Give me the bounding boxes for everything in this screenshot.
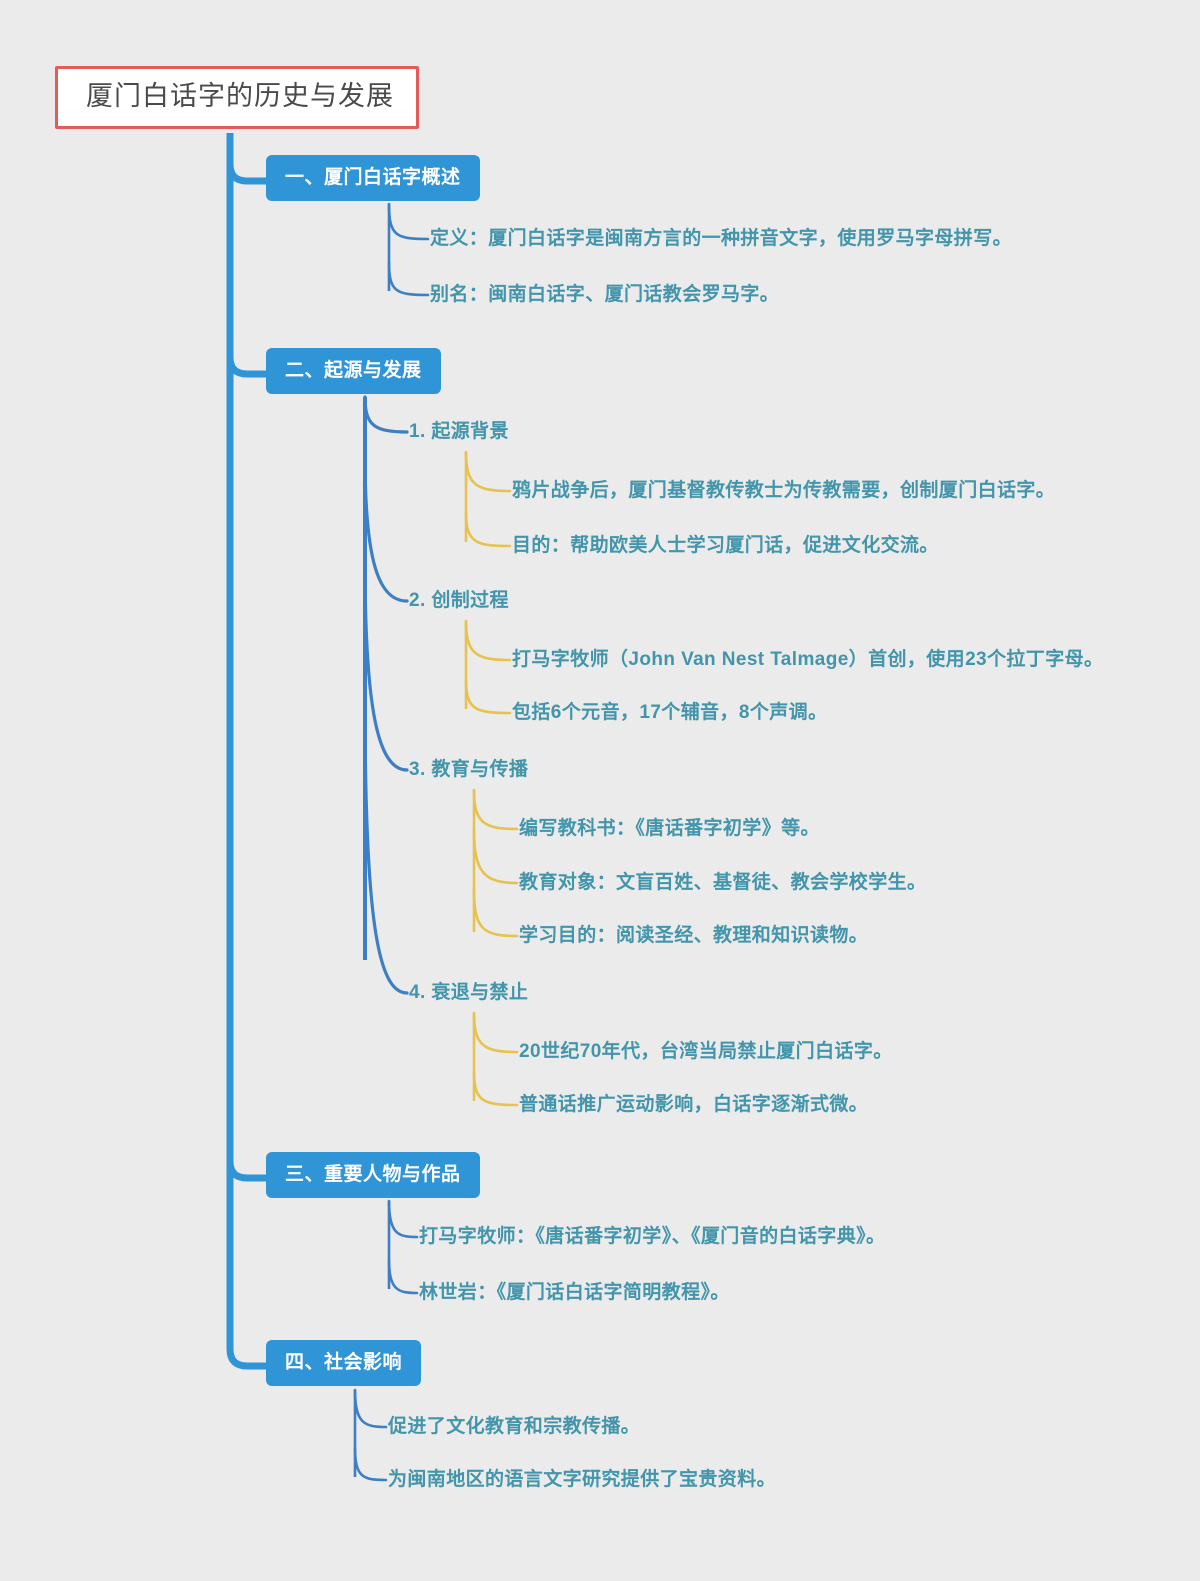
branch-2-sub-1-curve (363, 395, 409, 434)
leaf-node-2-2-2[interactable]: 包括6个元音，17个辅音，8个声调。 (512, 702, 828, 723)
sub-node-2-4[interactable]: 4. 衰退与禁止 (409, 982, 529, 1003)
leaf-node-4-2[interactable]: 为闽南地区的语言文字研究提供了宝贵资料。 (388, 1469, 777, 1490)
sub-2-leaf-connectors (464, 619, 512, 715)
leaf-node-2-3-3[interactable]: 学习目的：阅读圣经、教理和知识读物。 (519, 925, 869, 946)
leaf-node-2-2-1[interactable]: 打马字牧师（John Van Nest Talmage）首创，使用23个拉丁字母… (512, 649, 1104, 670)
branch-2-sub-2-curve (363, 453, 409, 603)
sub-node-2-2[interactable]: 2. 创制过程 (409, 590, 509, 611)
leaf-node-2-4-1[interactable]: 20世纪70年代，台湾当局禁止厦门白话字。 (519, 1041, 893, 1062)
root-trunk-group (226, 133, 272, 1370)
root-to-branch-1 (226, 146, 272, 185)
sub-4-leaf-2-curve (472, 1070, 519, 1107)
leaf-node-2-1-1[interactable]: 鸦片战争后，厦门基督教传教士为传教需要，创制厦门白话字。 (512, 480, 1056, 501)
root-node[interactable]: 厦门白话字的历史与发展 (55, 66, 419, 129)
branch-1-connectors (387, 202, 430, 297)
leaf-node-2-4-2[interactable]: 普通话推广运动影响，白话字逐渐式微。 (519, 1094, 869, 1115)
leaf-node-3-1[interactable]: 打马字牧师：《唐话番字初学》、《厦门音的白话字典》。 (419, 1226, 886, 1247)
sub-2-leaf-2-curve (464, 678, 512, 715)
branch-4-connectors (353, 1388, 388, 1482)
branch-node-3[interactable]: 三、重要人物与作品 (266, 1152, 480, 1198)
sub-4-leaf-connectors (472, 1011, 519, 1107)
sub-3-leaf-2-curve (472, 828, 519, 885)
branch-2-sub-4-curve (363, 698, 409, 995)
branch-2-connectors (363, 395, 409, 995)
leaf-node-2-1-2[interactable]: 目的：帮助欧美人士学习厦门话，促进文化交流。 (512, 535, 939, 556)
root-to-branch-3 (226, 1143, 272, 1182)
root-to-branch-4 (226, 1331, 272, 1370)
branch-node-4[interactable]: 四、社会影响 (266, 1340, 422, 1386)
branch-2-sub-3-curve (363, 558, 409, 772)
sub-3-leaf-connectors (472, 788, 519, 938)
sub-1-leaf-connectors (464, 450, 512, 548)
leaf-node-2-3-2[interactable]: 教育对象：文盲百姓、基督徒、教会学校学生。 (519, 872, 927, 893)
leaf-node-1-2[interactable]: 别名：闽南白话字、厦门话教会罗马字。 (430, 284, 780, 305)
branch-4-child-1-curve (353, 1388, 388, 1429)
branch-3-connectors (387, 1199, 419, 1295)
sub-2-leaf-1-curve (464, 619, 512, 662)
branch-3-child-1-curve (387, 1199, 419, 1239)
sub-1-leaf-1-curve (464, 450, 512, 493)
branch-1-child-1-curve (387, 202, 430, 241)
sub-node-2-1[interactable]: 1. 起源背景 (409, 421, 509, 442)
root-to-branch-2 (226, 339, 272, 378)
sub-1-leaf-2-curve (464, 510, 512, 548)
sub-node-2-3[interactable]: 3. 教育与传播 (409, 759, 529, 780)
branch-3-child-2-curve (387, 1258, 419, 1295)
sub-3-leaf-3-curve (472, 888, 519, 938)
branch-1-child-2-curve (387, 260, 430, 297)
branch-4-child-2-curve (353, 1446, 388, 1482)
leaf-node-2-3-1[interactable]: 编写教科书：《唐话番字初学》等。 (519, 818, 820, 839)
leaf-node-3-2[interactable]: 林世岩：《厦门话白话字简明教程》。 (419, 1282, 730, 1303)
branch-node-2[interactable]: 二、起源与发展 (266, 348, 441, 394)
leaf-node-1-1[interactable]: 定义：厦门白话字是闽南方言的一种拼音文字，使用罗马字母拼写。 (430, 228, 1013, 249)
branch-node-1[interactable]: 一、厦门白话字概述 (266, 155, 480, 201)
leaf-node-4-1[interactable]: 促进了文化教育和宗教传播。 (388, 1416, 641, 1437)
sub-4-leaf-1-curve (472, 1011, 519, 1054)
sub-3-leaf-1-curve (472, 788, 519, 831)
